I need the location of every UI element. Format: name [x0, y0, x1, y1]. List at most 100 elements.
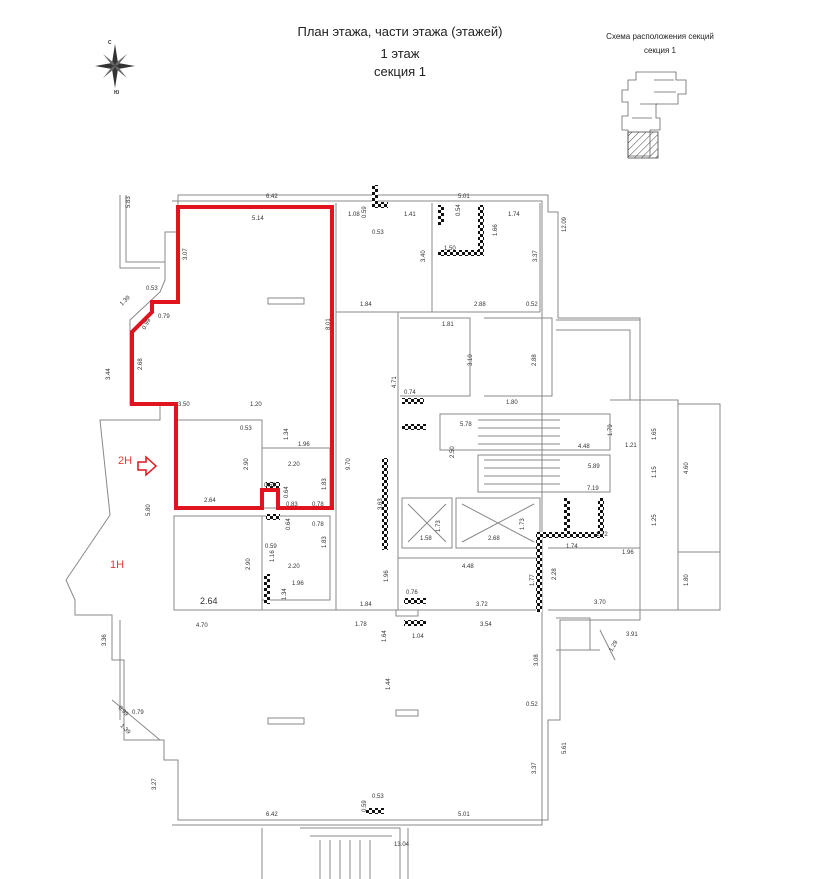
- dimension-label: 1.83: [322, 478, 328, 490]
- dimension-label: 1.64: [382, 630, 388, 642]
- dimension-label: 2.90: [244, 458, 250, 470]
- load-bearing-walls: [264, 185, 604, 814]
- dimension-label: 3.63: [378, 498, 384, 510]
- dimension-label: 5.80: [146, 504, 152, 516]
- dimension-label: 1.96: [622, 550, 634, 556]
- dimension-label: 2.88: [532, 354, 538, 366]
- dimension-label: 0.59: [362, 206, 368, 218]
- dimension-label: 4.48: [578, 444, 590, 450]
- dimension-label: 1.39: [119, 294, 132, 307]
- dimension-label: 1.80: [684, 574, 690, 586]
- compass-north: с: [108, 39, 112, 46]
- entrance-arrow-icon: [137, 455, 158, 477]
- dimension-label: 3.07: [183, 248, 189, 260]
- dimension-label: 0.53: [372, 794, 384, 800]
- dimension-label: 0.52: [526, 302, 538, 308]
- dimension-label: 3.27: [152, 778, 158, 790]
- dimension-label: 1.72: [596, 532, 608, 538]
- unit-label-2h: 2Н: [118, 455, 132, 467]
- dimension-label: 3.37: [533, 250, 539, 262]
- dimension-label: 6.42: [266, 812, 278, 818]
- dimension-label: 1.96: [384, 570, 390, 582]
- dimension-label: 0.52: [526, 702, 538, 708]
- dimension-label: 1.25: [652, 514, 658, 526]
- dimension-label: 0.64: [284, 486, 290, 498]
- dimension-label: 0.99: [142, 317, 153, 331]
- dimension-label: 1.39: [119, 723, 132, 736]
- dimension-label: 0.59: [264, 483, 276, 489]
- dimension-label: 3.40: [421, 250, 427, 262]
- dimension-label: 3.08: [534, 654, 540, 666]
- inset-title: Схема расположения секций: [606, 32, 714, 41]
- dimension-label: 0.64: [286, 518, 292, 530]
- dimension-label: 0.78: [312, 502, 324, 508]
- dimension-label: 1.83: [322, 536, 328, 548]
- dimension-labels: 6.42 5.01 5.83 5.14 1.08 0.59 1.41 0.54 …: [102, 194, 690, 848]
- unit-label-1h: 1Н: [110, 559, 124, 571]
- dimension-label: 1.50: [444, 246, 456, 252]
- dimension-label: 3.91: [626, 632, 638, 638]
- dimension-label: 0.79: [158, 314, 170, 320]
- dimension-label: 5.01: [458, 812, 470, 818]
- dimension-label: 5.14: [252, 216, 264, 222]
- dimension-label: 0.74: [404, 390, 416, 396]
- dimension-label: 1.21: [625, 443, 637, 449]
- dimension-label: 1.84: [360, 302, 372, 308]
- dimension-label: 3.44: [106, 368, 112, 380]
- unit-2h-outline: [130, 205, 334, 510]
- dimension-label: 0.99: [117, 705, 130, 718]
- dimension-label: 0.76: [406, 590, 418, 596]
- dimension-label: 2.68: [138, 358, 144, 370]
- dimension-label: 1.34: [284, 428, 290, 440]
- compass-south: ю: [114, 89, 119, 96]
- dimension-label: 4.70: [196, 623, 208, 629]
- dimension-label: 1.73: [436, 520, 442, 532]
- dimension-label: 1.34: [282, 588, 288, 600]
- dimension-label: 2.50: [450, 446, 456, 458]
- dimension-label: 2.90: [246, 558, 252, 570]
- section-label: секция 1: [373, 64, 426, 79]
- dimension-label: 1.80: [506, 400, 518, 406]
- dimension-label: 1.41: [404, 212, 416, 218]
- dimension-label: 5.78: [460, 422, 472, 428]
- dimension-label: 0.79: [132, 710, 144, 716]
- dimension-label: 0.78: [312, 522, 324, 528]
- dimension-label: 4.60: [684, 462, 690, 474]
- plan-walls: [65, 194, 721, 879]
- floor-label: 1 этаж: [380, 46, 420, 61]
- dimension-label: 3.10: [468, 354, 474, 366]
- dimension-label: 0.54: [456, 204, 462, 216]
- dimension-label: 2.64: [204, 498, 216, 504]
- dimension-label: 1.29: [609, 639, 620, 653]
- dimension-label: 1.96: [292, 581, 304, 587]
- inset-section-label: секция 1: [643, 46, 676, 55]
- dimension-label: 1.78: [355, 622, 367, 628]
- dimension-label: 1.44: [386, 678, 392, 690]
- dimension-label: 13.04: [394, 842, 410, 848]
- dimension-label: 1.81: [442, 322, 454, 328]
- dimension-label: 4.48: [462, 564, 474, 570]
- dimension-label: 1.04: [412, 634, 424, 640]
- dimension-label: 1.74: [566, 544, 578, 550]
- dimension-label: 1.20: [250, 402, 262, 408]
- dimension-label: 7.19: [587, 486, 599, 492]
- dimension-label: 6.42: [266, 194, 278, 200]
- dimension-label: 8.01: [326, 318, 332, 330]
- dimension-label: 3.72: [476, 602, 488, 608]
- dimension-label: 1.58: [420, 536, 432, 542]
- dimension-label: 12.09: [562, 216, 568, 232]
- dimension-label: 0.53: [240, 426, 252, 432]
- compass-rose-icon: с ю: [95, 39, 135, 96]
- dimension-label: 5.83: [126, 196, 132, 208]
- dimension-label: 2.20: [288, 462, 300, 468]
- dimension-label: 3.50: [178, 402, 190, 408]
- section-key-plan: [621, 71, 687, 159]
- dimension-label: 1.16: [270, 550, 276, 562]
- dimension-label: 3.36: [102, 634, 108, 646]
- dimension-label: 0.53: [372, 230, 384, 236]
- dimension-label: 0.83: [286, 502, 298, 508]
- dimension-label: 1.73: [520, 518, 526, 530]
- dimension-label: 5.61: [562, 742, 568, 754]
- dimension-label: 1.65: [652, 428, 658, 440]
